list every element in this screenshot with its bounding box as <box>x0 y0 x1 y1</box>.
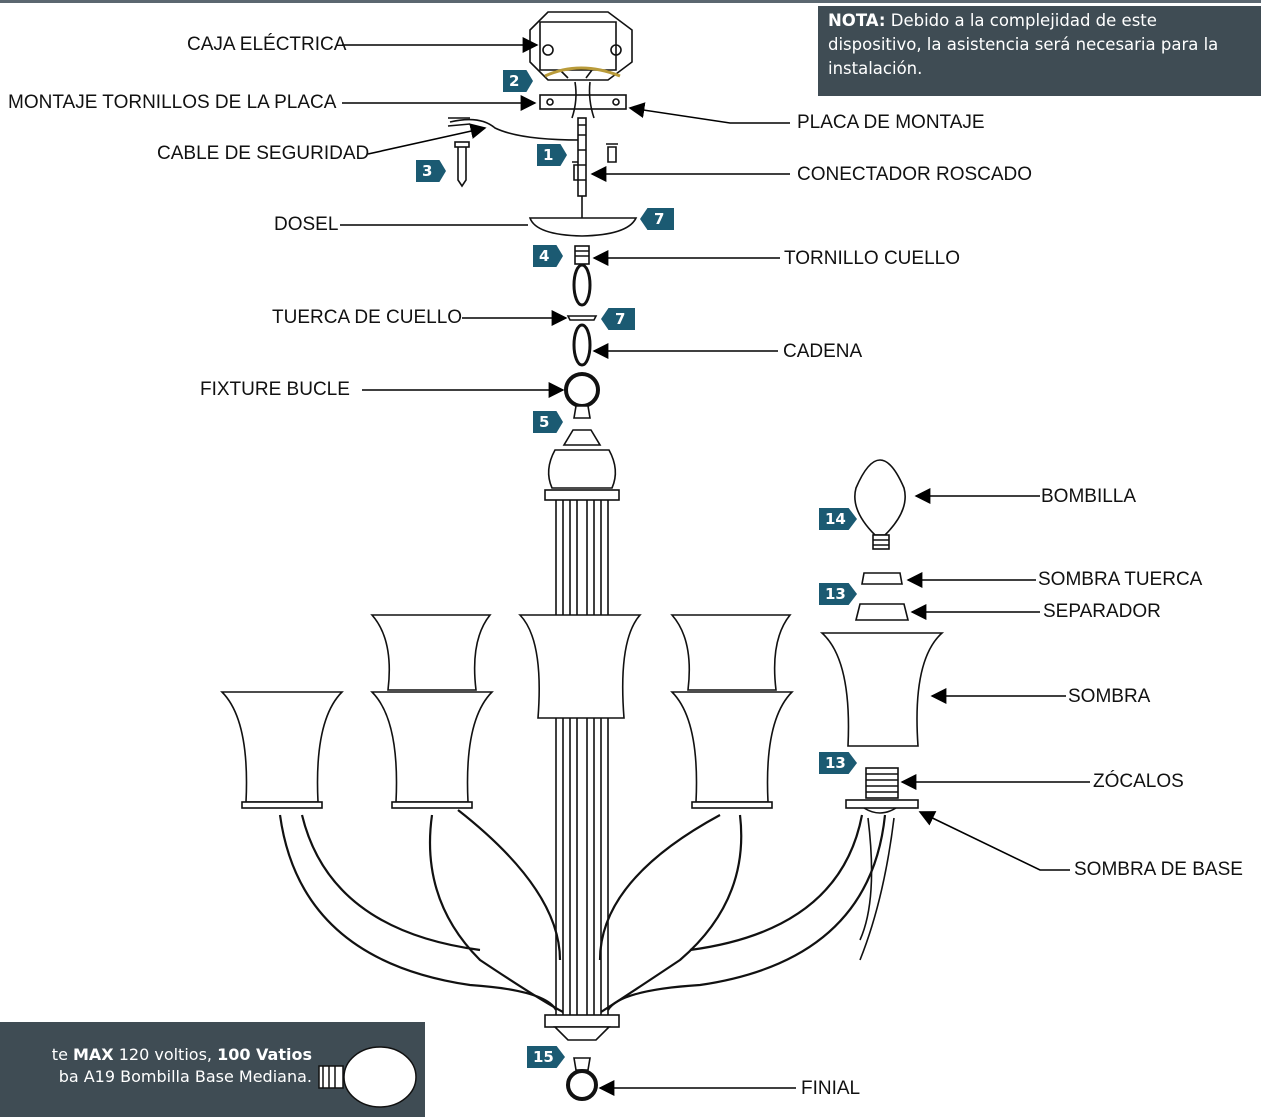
electrical-box-drawing <box>529 11 633 81</box>
label-tuerca-cuello: TUERCA DE CUELLO <box>272 307 463 328</box>
spacer-drawing <box>854 603 910 621</box>
label-fixture-bucle: FIXTURE BUCLE <box>200 379 350 400</box>
screws-drawing <box>454 141 618 188</box>
collar-nut-drawing <box>566 315 598 321</box>
bulb-icon <box>318 1046 417 1108</box>
lower-shades-drawing <box>220 691 794 809</box>
chain-drawing <box>572 263 592 367</box>
step-badge: 4 <box>533 245 563 267</box>
step-badge: 2 <box>503 70 533 92</box>
step-badge: 14 <box>819 508 857 530</box>
step-badge: 13 <box>819 583 857 605</box>
canopy-drawing <box>528 217 638 237</box>
step-badge: 13 <box>819 752 857 774</box>
step-badge: 1 <box>537 144 567 166</box>
label-cadena: CADENA <box>783 341 863 362</box>
step-badge: 7 <box>601 308 635 330</box>
label-dosel: DOSEL <box>274 214 339 235</box>
mounting-plate-drawing <box>539 81 627 119</box>
bulb-drawing <box>854 459 906 550</box>
finial-drawing <box>566 1057 598 1101</box>
leader-cable <box>367 123 487 155</box>
top-rule <box>0 0 1261 3</box>
step-badge: 5 <box>533 411 563 433</box>
upper-shades-drawing <box>370 614 792 719</box>
label-sombra-de-base: SOMBRA DE BASE <box>1074 859 1243 880</box>
label-separador: SEPARADOR <box>1043 601 1161 622</box>
label-conectador-roscado: CONECTADOR ROSCADO <box>797 164 1033 185</box>
note-bold: NOTA: <box>828 11 886 30</box>
leader-sombra-base <box>918 811 1070 871</box>
label-sombra: SOMBRA <box>1068 686 1151 707</box>
fixture-body-drawing <box>544 429 620 1041</box>
threaded-connector-drawing <box>577 117 587 197</box>
label-finial: FINIAL <box>801 1078 861 1099</box>
label-sombra-tuerca: SOMBRA TUERCA <box>1038 569 1203 590</box>
label-bombilla: BOMBILLA <box>1041 486 1137 507</box>
shade-drawing <box>819 632 945 747</box>
label-zocalos: ZÓCALOS <box>1093 771 1184 792</box>
installation-note: NOTA: Debido a la complejidad de este di… <box>818 6 1261 96</box>
arms-drawing <box>278 809 887 1013</box>
bulb-warning: te MAX 120 voltios, 100 Vatios ba A19 Bo… <box>0 1022 425 1117</box>
note-text: Debido a la complejidad de este disposit… <box>828 11 1219 78</box>
shade-nut-drawing <box>861 572 903 585</box>
socket-drawing <box>845 767 919 961</box>
leader-placa <box>628 102 790 124</box>
label-cable-seguridad: CABLE DE SEGURIDAD <box>157 143 370 164</box>
label-caja-electrica: CAJA ELÉCTRICA <box>187 34 347 55</box>
collar-screw-drawing <box>574 245 590 265</box>
warning-text: te MAX 120 voltios, 100 Vatios ba A19 Bo… <box>51 1045 312 1086</box>
step-badge: 7 <box>640 208 674 230</box>
label-tornillo-cuello: TORNILLO CUELLO <box>784 248 960 269</box>
label-montaje-tornillos: MONTAJE TORNILLOS DE LA PLACA <box>8 92 337 113</box>
step-badge: 3 <box>416 160 446 182</box>
fixture-loop-drawing <box>564 372 600 419</box>
safety-cable-drawing <box>449 118 581 141</box>
label-placa-montaje: PLACA DE MONTAJE <box>797 112 985 133</box>
step-badge: 15 <box>527 1046 565 1068</box>
